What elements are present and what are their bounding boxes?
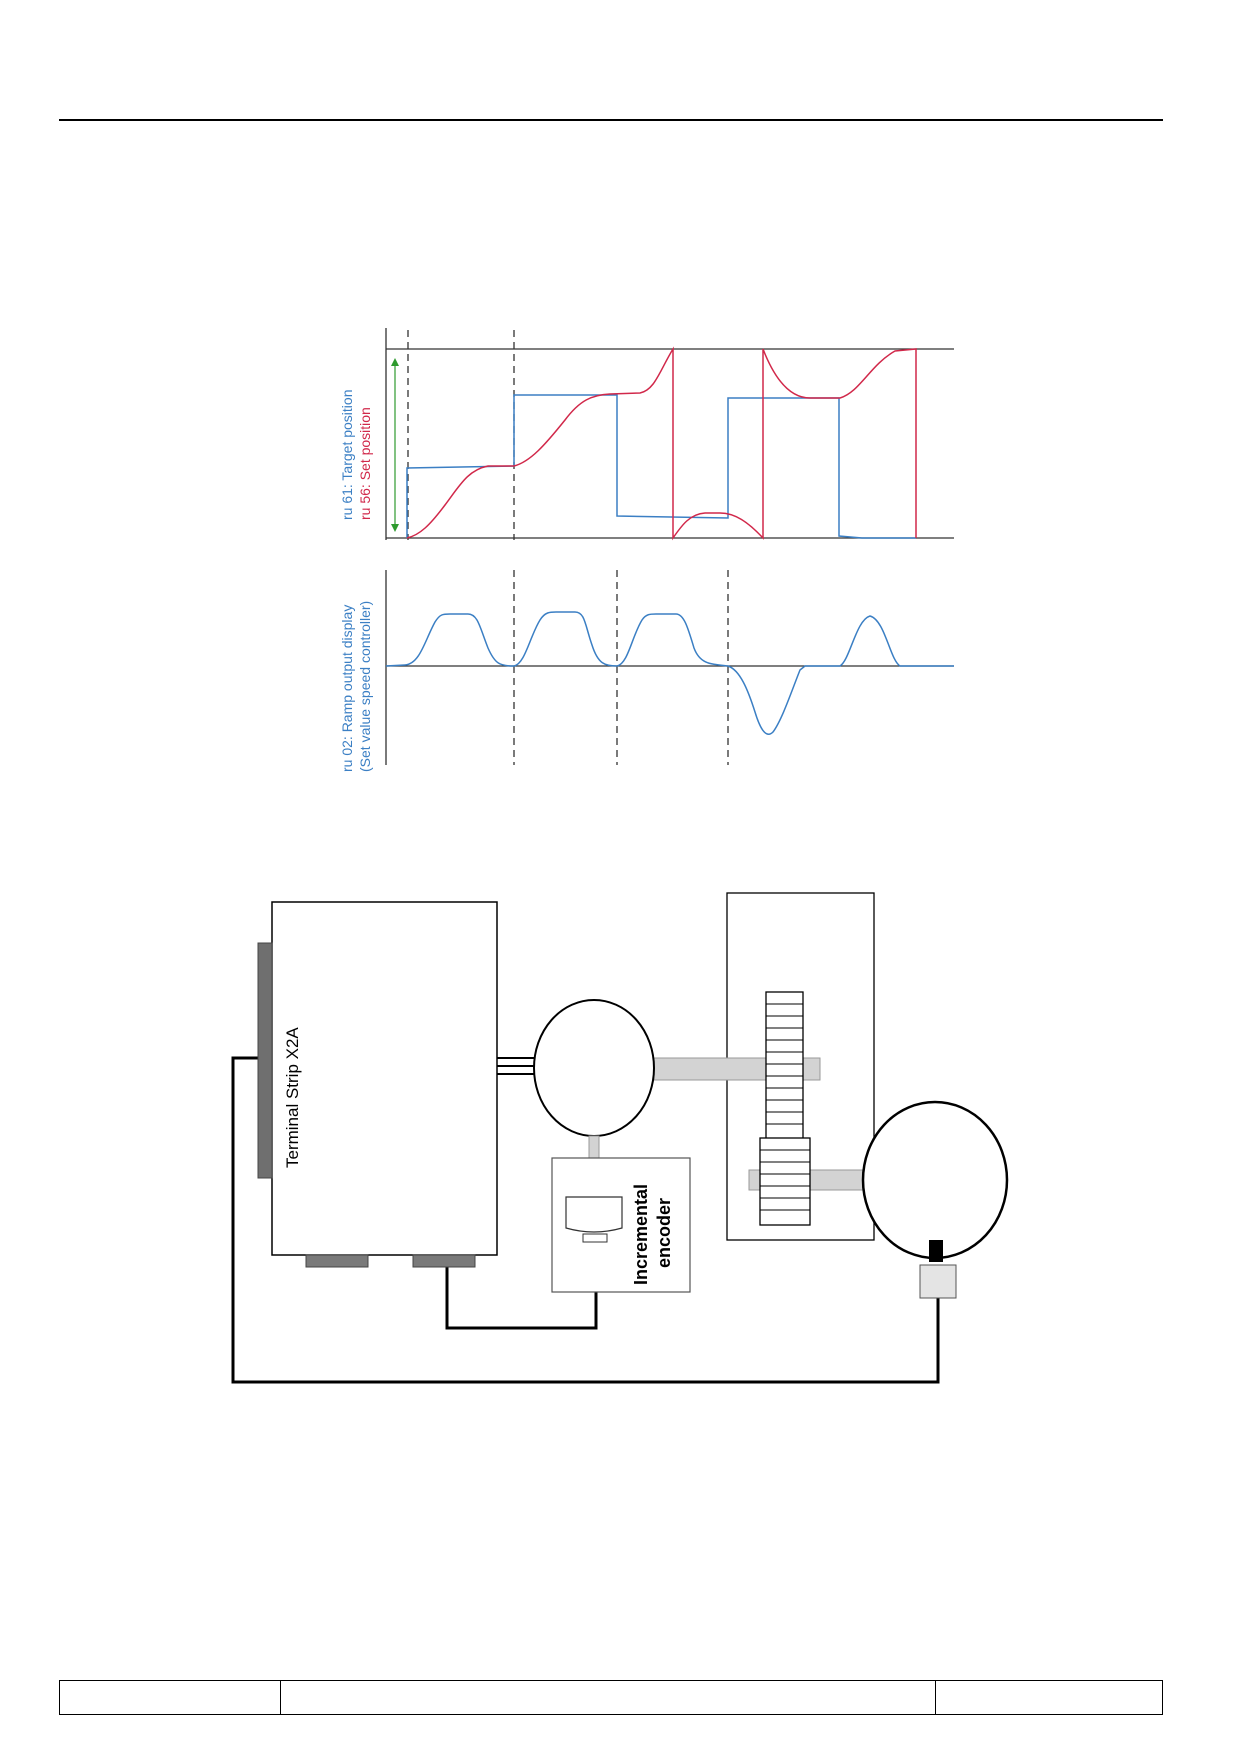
position-chart [385, 328, 954, 541]
lower-gear [759, 1137, 811, 1226]
ramp-output-trace [385, 611, 954, 735]
wheel-marker [929, 1240, 943, 1262]
ramp-chart [385, 570, 954, 765]
legend-target-position: ru 61: Target position [339, 390, 355, 521]
encoder-label-line2: encoder [654, 1198, 674, 1268]
drive-connector-left [305, 1254, 369, 1268]
footer-cell-center [281, 1681, 936, 1714]
encoder-label-line1: Incremental [631, 1184, 651, 1285]
legend-set-position: ru 56: Set position [357, 407, 373, 520]
footer-cell-left [60, 1681, 281, 1714]
set-position-trace [406, 346, 917, 541]
feedback-cable [231, 1056, 940, 1384]
terminal-strip [257, 942, 273, 1179]
ramp-label-line2: (Set value speed controller) [357, 601, 373, 772]
setup-diagram: Terminal Strip X2A Incremental encoder [231, 892, 1009, 1384]
encoder-connector [582, 1233, 608, 1243]
drive-unit [271, 901, 498, 1256]
encoder-body [565, 1196, 623, 1233]
range-arrow [391, 358, 399, 532]
ramp-label-line1: ru 02: Ramp output display [339, 605, 355, 772]
terminal-strip-label: Terminal Strip X2A [283, 1027, 302, 1168]
footer-table [59, 1680, 1163, 1715]
footer-cell-right [936, 1681, 1162, 1714]
motor [533, 999, 655, 1137]
load-wheel [861, 1100, 1009, 1260]
upper-gear [765, 991, 804, 1141]
proximity-sensor [919, 1264, 957, 1299]
drive-connector-right [412, 1254, 476, 1268]
